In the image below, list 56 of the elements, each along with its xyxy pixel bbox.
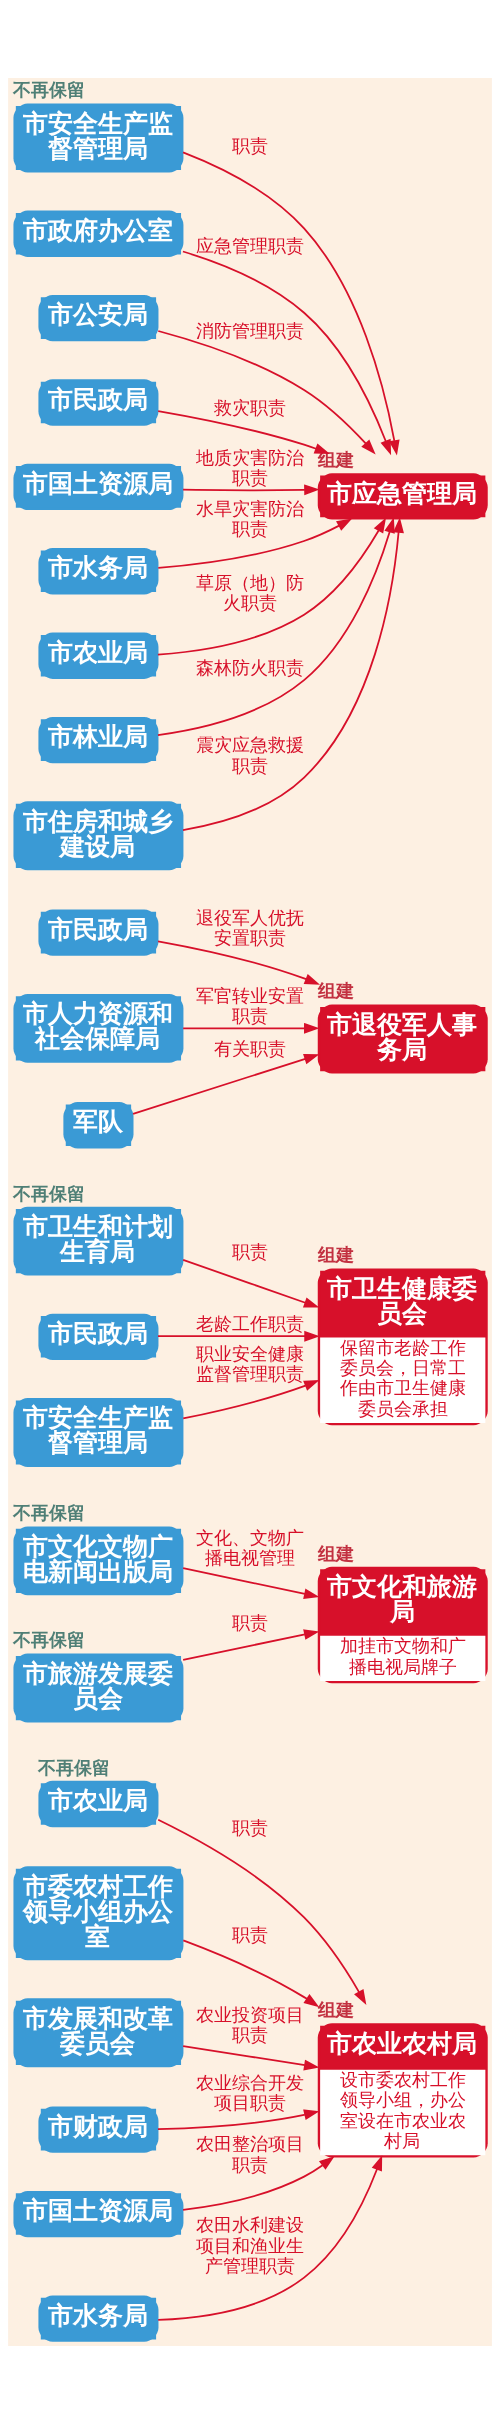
arrow bbox=[157, 329, 376, 455]
edge-label: 地质灾害防治职责 bbox=[195, 446, 304, 488]
node-label: 不再保留 bbox=[13, 1628, 86, 1650]
arrow bbox=[157, 1818, 367, 2005]
edge-label: 职责 bbox=[231, 134, 268, 156]
arrow bbox=[182, 250, 392, 455]
arrow bbox=[157, 516, 395, 736]
edge-label: 职责 bbox=[231, 1240, 268, 1262]
node-label: 组建 bbox=[317, 1243, 354, 1265]
edge-label: 职责 bbox=[231, 1923, 268, 1945]
arrow bbox=[182, 2044, 320, 2070]
arrow bbox=[182, 1022, 320, 1034]
arrow bbox=[157, 939, 321, 985]
arrow bbox=[157, 409, 330, 454]
arrow bbox=[182, 1939, 320, 2007]
arrow bbox=[182, 1379, 320, 1419]
arrow bbox=[132, 1053, 320, 1115]
arrow bbox=[182, 1628, 320, 1661]
edge-label: 职责 bbox=[231, 1816, 268, 1838]
edge-label: 老龄工作职责 bbox=[195, 1312, 304, 1334]
node-label: 不再保留 bbox=[13, 78, 86, 100]
arrow bbox=[157, 516, 387, 655]
arrow bbox=[157, 2109, 320, 2130]
arrow bbox=[157, 2154, 383, 2321]
arrow bbox=[157, 518, 353, 569]
arrow bbox=[182, 516, 404, 831]
edge-label: 森林防火职责 bbox=[195, 656, 304, 678]
edge-label: 农田整治项目职责 bbox=[195, 2132, 304, 2175]
edge-label: 水旱灾害防治职责 bbox=[195, 497, 304, 539]
arrow bbox=[182, 1566, 320, 1599]
node-label: 组建 bbox=[317, 448, 354, 470]
node-label: 组建 bbox=[317, 1542, 354, 1564]
arrow bbox=[182, 2155, 335, 2211]
node-label: 组建 bbox=[317, 979, 354, 1001]
node-label: 不再保留 bbox=[13, 1182, 86, 1204]
node-label: 不再保留 bbox=[38, 1756, 111, 1778]
edge-label: 农田水利建设项目和渔业生产管理职责 bbox=[195, 2213, 304, 2276]
arrow bbox=[157, 1330, 320, 1342]
edge-label: 应急管理职责 bbox=[195, 234, 304, 256]
arrow bbox=[182, 1258, 320, 1308]
edge-label: 农业投资项目职责 bbox=[195, 2003, 304, 2045]
edge-label: 草原（地）防火职责 bbox=[195, 571, 304, 613]
edge-label: 救灾职责 bbox=[213, 396, 286, 418]
edge-label: 退役军人优抚安置职责 bbox=[195, 906, 304, 948]
arrow bbox=[182, 150, 400, 456]
edge-label: 消防管理职责 bbox=[195, 319, 304, 341]
node-label: 不再保留 bbox=[13, 1501, 86, 1523]
edge-label: 职责 bbox=[231, 1611, 268, 1633]
edge-label: 震灾应急救援职责 bbox=[195, 733, 304, 776]
arrow bbox=[182, 483, 320, 495]
edge-label: 农业综合开发项目职责 bbox=[195, 2071, 304, 2113]
edge-label: 文化、文物广播电视管理 bbox=[195, 1526, 304, 1568]
node-label: 组建 bbox=[317, 1998, 354, 2020]
edge-label: 军官转业安置职责 bbox=[195, 984, 304, 1026]
edge-label: 有关职责 bbox=[213, 1037, 286, 1058]
edge-label: 职业安全健康监督管理职责 bbox=[195, 1342, 304, 1384]
